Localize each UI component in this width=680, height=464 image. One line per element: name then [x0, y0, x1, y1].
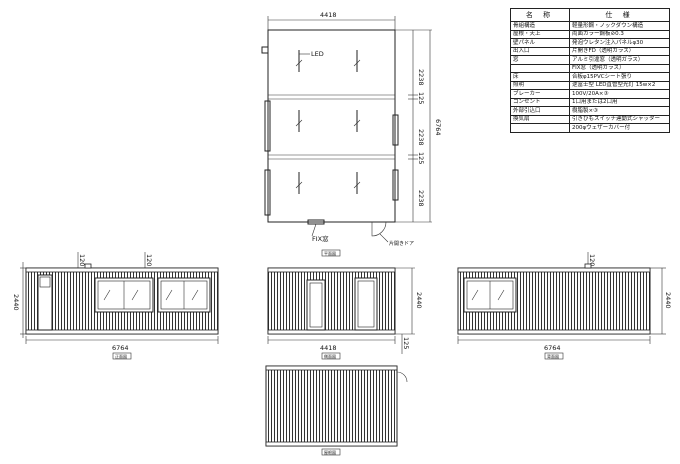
gap-dim-1: 125 — [417, 92, 425, 104]
spec-row: 床合板φ15PVCシート張り — [510, 72, 670, 82]
spec-name: 窓 — [510, 55, 570, 65]
back-width-dim: 6764 — [544, 344, 561, 352]
spec-value: 樹脂製×③ — [569, 106, 670, 116]
side-bottom-dim: 125 — [402, 337, 410, 349]
spec-table-header: 名 称 仕 様 — [510, 8, 670, 22]
module-dim-3: 2238 — [417, 190, 425, 207]
front-caption: 正面図 — [115, 354, 127, 359]
spec-header-name: 名 称 — [510, 8, 570, 22]
spec-row: 骨組構造軽量形鋼・ノックダウン構造 — [510, 21, 670, 31]
side-caption: 側面図 — [324, 353, 336, 359]
spec-name — [510, 63, 570, 73]
spec-name: ブレーカー — [510, 89, 570, 99]
spec-value: 引きひもスイッチ連動式シャッター — [569, 114, 670, 124]
spec-value: 1口用または2口用 — [569, 97, 670, 107]
spec-name: 骨組構造 — [510, 21, 570, 31]
spec-row: 照明逆富士型 LED直管型光灯 15w×2 — [510, 80, 670, 90]
back-caption: 背面図 — [547, 353, 559, 359]
spec-name: 屋根・天上 — [510, 29, 570, 39]
side-elevation: 2440 125 4418 側面図 — [267, 267, 423, 360]
spec-row: 出入口片開きFD（透明ガラス） — [510, 46, 670, 56]
spec-name — [510, 123, 570, 133]
spec-row: 壁パネル発泡ウレタン注入パネルφ30 — [510, 38, 670, 48]
module-dim-1: 2238 — [417, 69, 425, 86]
roof-caption: 屋根図 — [324, 449, 336, 455]
plan-width-dim: 4418 — [320, 11, 337, 19]
plan-length-dim: 6764 — [434, 119, 442, 136]
spec-row: 外部引込口樹脂製×③ — [510, 106, 670, 116]
spec-name: 外部引込口 — [510, 106, 570, 116]
spec-value: 100V/20A×③ — [569, 89, 670, 99]
spec-table: 名 称 仕 様 骨組構造軽量形鋼・ノックダウン構造屋根・天上両面カラー鋼板⊘0.… — [510, 8, 670, 133]
front-elevation: 2440 120 120 6764 正面図 — [12, 252, 219, 360]
spec-row: 屋根・天上両面カラー鋼板⊘0.3 — [510, 29, 670, 39]
back-height-dim: 2440 — [664, 292, 672, 309]
spec-name: 換気扇 — [510, 114, 570, 124]
spec-row: 換気扇引きひもスイッチ連動式シャッター — [510, 114, 670, 124]
back-elevation: 120 2440 6764 背面図 — [457, 252, 672, 360]
spec-value: 合板φ15PVCシート張り — [569, 72, 670, 82]
fix-window-label: FIX窓 — [312, 234, 329, 243]
roof-view: 屋根図 — [265, 365, 408, 456]
front-top-dim-1: 120 — [78, 254, 86, 266]
gap-dim-2: 125 — [417, 152, 425, 164]
spec-name: 床 — [510, 72, 570, 82]
spec-name: 照明 — [510, 80, 570, 90]
spec-value: 逆富士型 LED直管型光灯 15w×2 — [569, 80, 670, 90]
spec-row: 窓アルミ引違窓（透明ガラス） — [510, 55, 670, 65]
spec-name: 出入口 — [510, 46, 570, 56]
spec-value: FIX窓（透明ガラス） — [569, 63, 670, 73]
front-height-dim: 2440 — [12, 294, 20, 311]
spec-value: 軽量形鋼・ノックダウン構造 — [569, 21, 670, 31]
front-top-dim-2: 120 — [145, 254, 153, 266]
spec-row: FIX窓（透明ガラス） — [510, 63, 670, 73]
module-dim-2: 2238 — [417, 129, 425, 146]
back-top-dim: 120 — [588, 254, 596, 266]
spec-value: 200φウェザーカバー付 — [569, 123, 670, 133]
door-label: 片開きドア — [389, 240, 414, 247]
spec-row: 200φウェザーカバー付 — [510, 123, 670, 133]
side-width-dim: 4418 — [320, 344, 337, 352]
front-width-dim: 6764 — [112, 344, 129, 352]
led-lights — [295, 50, 361, 194]
spec-value: アルミ引違窓（透明ガラス） — [569, 55, 670, 65]
spec-name: コンセント — [510, 97, 570, 107]
led-label: LED — [311, 50, 324, 58]
plan-view: 4418 LED — [261, 11, 442, 257]
side-height-dim: 2440 — [415, 292, 423, 309]
spec-header-value: 仕 様 — [569, 8, 670, 22]
spec-name: 壁パネル — [510, 38, 570, 48]
spec-value: 発泡ウレタン注入パネルφ30 — [569, 38, 670, 48]
spec-value: 片開きFD（透明ガラス） — [569, 46, 670, 56]
spec-value: 両面カラー鋼板⊘0.3 — [569, 29, 670, 39]
plan-caption: 平面図 — [324, 251, 336, 256]
